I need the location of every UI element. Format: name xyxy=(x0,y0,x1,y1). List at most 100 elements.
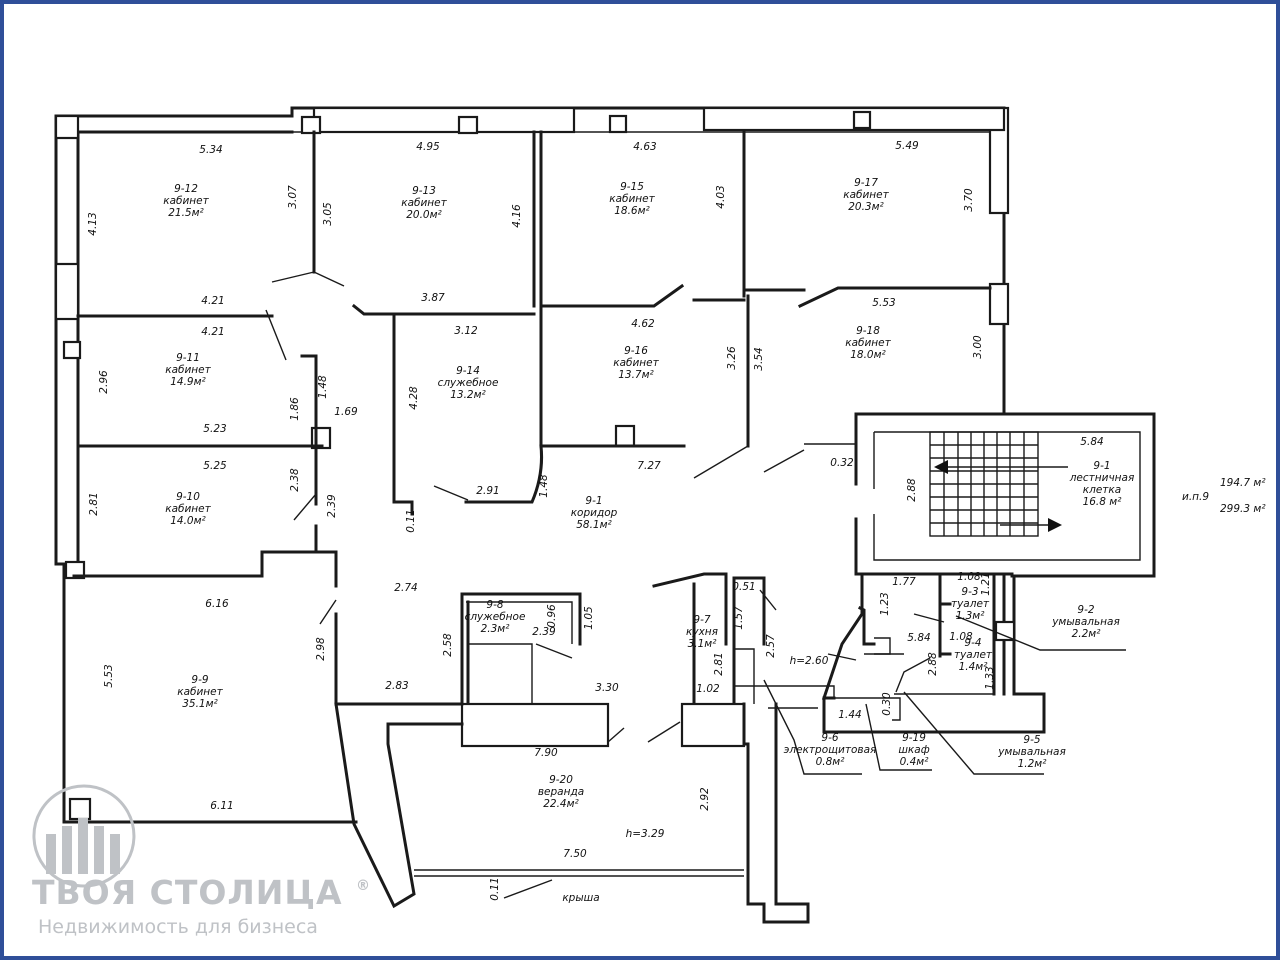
summary-label: и.п.9 xyxy=(1182,491,1209,503)
room-name: кабинет xyxy=(843,189,889,201)
dimension-label: 4.03 xyxy=(715,185,727,208)
room-area: 18.6м² xyxy=(614,205,650,217)
room-area: 16.8 м² xyxy=(1083,496,1123,508)
dimension-label: 2.39 xyxy=(532,626,556,638)
room-id: 9-3 xyxy=(961,586,978,598)
dimension-label: 2.98 xyxy=(315,637,327,661)
dimension-label: 3.05 xyxy=(322,202,334,226)
room-area: 2.2м² xyxy=(1072,628,1102,640)
dimension-label: 6.16 xyxy=(205,598,229,610)
room-name: коридор xyxy=(571,507,618,519)
dimension-label: 1.48 xyxy=(317,375,329,399)
column xyxy=(852,110,872,130)
room-id: 9-7 xyxy=(693,614,710,626)
area-summary: и.п.9 194.7 м² 299.3 м² xyxy=(1182,477,1266,515)
dimension-label: 5.53 xyxy=(103,664,115,687)
room-area: 13.7м² xyxy=(618,369,654,381)
dimension-label: 2.88 xyxy=(906,478,918,502)
room-id: 9-20 xyxy=(549,774,573,786)
room-id: 9-10 xyxy=(176,491,200,503)
dimension-label: 4.28 xyxy=(408,386,420,410)
room-name: лестничная xyxy=(1069,472,1135,484)
dimension-label: 5.84 xyxy=(1080,436,1103,448)
watermark: ТВОЯ СТОЛИЦА ® Недвижимость для бизнеса xyxy=(32,784,370,938)
room-id: 9-13 xyxy=(412,185,436,197)
dimension-label: 3.12 xyxy=(454,325,478,337)
room-id: 9-6 xyxy=(821,732,838,744)
room-id: 9-1 xyxy=(585,495,602,507)
roof-label: крыша xyxy=(562,892,599,904)
room-area: 1.3м² xyxy=(956,610,986,622)
dimension-label: 1.02 xyxy=(696,683,720,695)
dimension-label: h=2.60 xyxy=(790,655,829,667)
room-name: кухня xyxy=(686,626,718,638)
wall-pier xyxy=(680,702,746,748)
room-area: 21.5м² xyxy=(168,207,204,219)
dimension-label: 1.86 xyxy=(289,397,301,421)
dimension-label: 1.33 xyxy=(984,666,996,689)
room-area: 35.1м² xyxy=(182,698,218,710)
column xyxy=(608,114,628,134)
wall-pier xyxy=(312,106,576,134)
dimension-label: 2.39 xyxy=(326,494,338,518)
room-area: 0.4м² xyxy=(900,756,930,768)
room-name: туалет xyxy=(951,598,990,610)
room-name: умывальная xyxy=(1051,616,1120,628)
room-area: 0.8м² xyxy=(816,756,846,768)
room-area: 58.1м² xyxy=(576,519,612,531)
wall-pier xyxy=(54,262,80,321)
dimension-label: 0.11 xyxy=(405,509,417,532)
room-name: электрощитовая xyxy=(784,744,877,756)
dimension-label: 1.23 xyxy=(879,592,891,615)
room-name: туалет xyxy=(954,649,993,661)
stair-arrow-icon xyxy=(934,460,948,474)
room-name: кабинет xyxy=(165,503,211,515)
room-area: 20.0м² xyxy=(406,209,442,221)
dimension-label: 1.48 xyxy=(538,474,550,498)
dimension-label: 3.07 xyxy=(287,185,299,209)
dimension-label: 0.51 xyxy=(732,581,755,593)
dimension-label: 4.21 xyxy=(201,326,224,338)
dimension-label: 1.08 xyxy=(949,631,973,643)
dimension-label: 3.70 xyxy=(963,188,975,212)
room-id: 9-17 xyxy=(854,177,878,189)
room-area: 14.0м² xyxy=(170,515,206,527)
room-area: 2.3м² xyxy=(481,623,511,635)
dimension-label: 2.38 xyxy=(289,468,301,492)
dimension-label: 0.11 xyxy=(489,877,501,900)
dimension-label: 5.84 xyxy=(907,632,930,644)
room-area: 3.1м² xyxy=(688,638,718,650)
floor-plan: 9-12кабинет21.5м²9-13кабинет20.0м²9-15ка… xyxy=(32,106,1266,938)
room-id: 9-5 xyxy=(1023,734,1040,746)
dimension-label: 4.13 xyxy=(87,212,99,235)
outer-walls xyxy=(54,106,1014,824)
room-area: 18.0м² xyxy=(850,349,886,361)
room-id: 9-9 xyxy=(191,674,208,686)
room-area: 20.3м² xyxy=(848,201,884,213)
room-id: 9-15 xyxy=(620,181,644,193)
stair-treads xyxy=(930,432,1038,536)
room-id: 9-16 xyxy=(624,345,648,357)
room-name: кабинет xyxy=(163,195,209,207)
dimension-label: 4.16 xyxy=(511,204,523,228)
room-id: 9-2 xyxy=(1077,604,1094,616)
dimension-label: 2.74 xyxy=(394,582,417,594)
room-name: кабинет xyxy=(845,337,891,349)
dimension-label: 1.44 xyxy=(838,709,861,721)
room-id: 9-18 xyxy=(856,325,880,337)
stair-arrow-icon xyxy=(1048,518,1062,532)
column xyxy=(994,620,1016,642)
